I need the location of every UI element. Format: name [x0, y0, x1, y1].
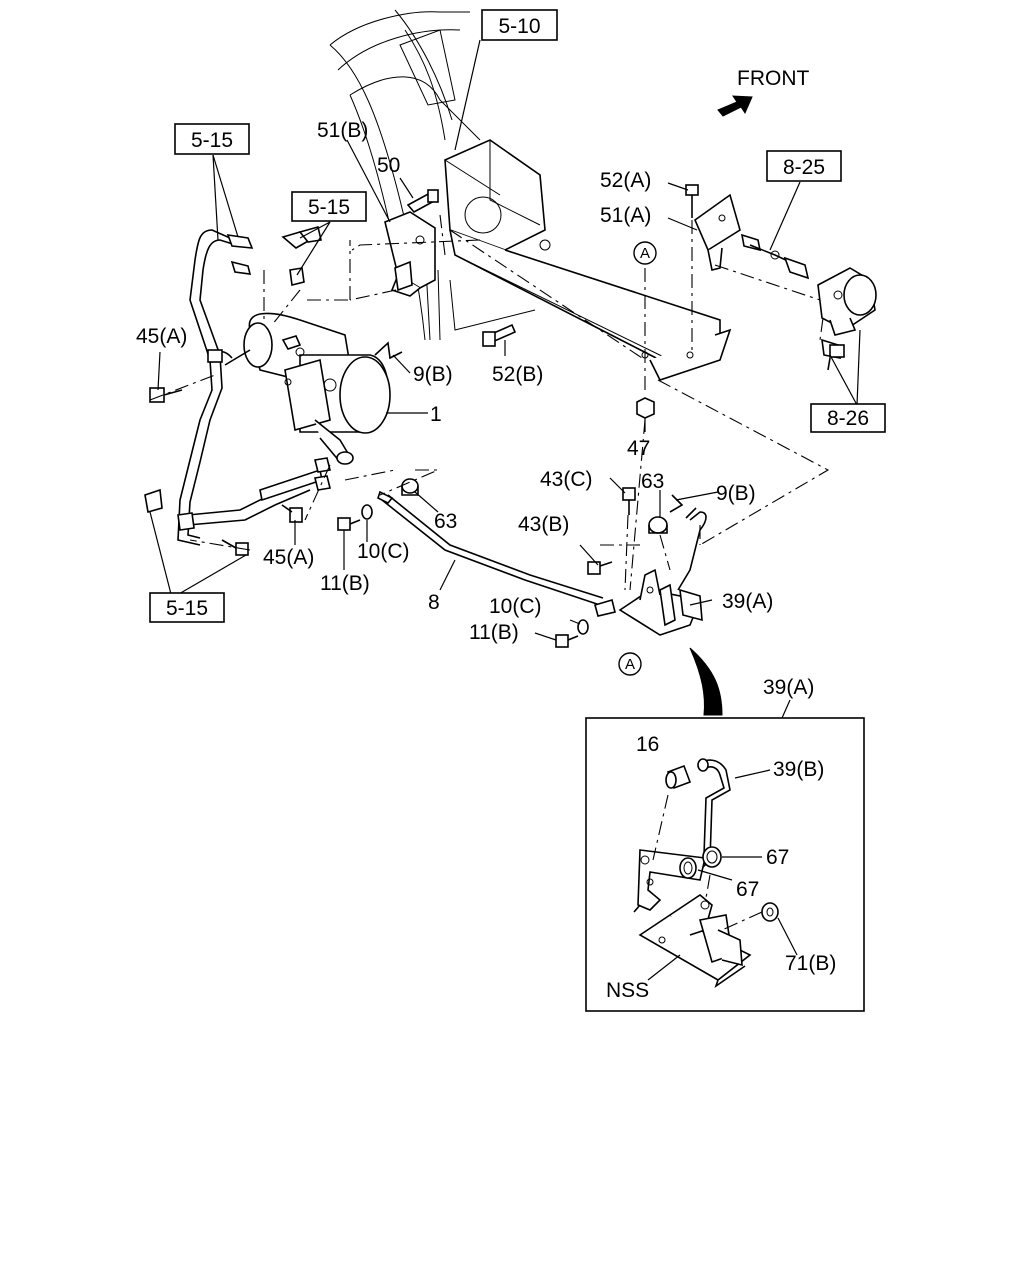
lever-39b [697, 758, 731, 871]
label-63-right: 63 [641, 470, 664, 493]
ref-label: 8-25 [783, 156, 825, 179]
label-10c-left: 10(C) [357, 540, 410, 563]
base-bracket-nss [638, 894, 752, 989]
leader-lines [149, 39, 861, 641]
rod-8 [377, 490, 604, 606]
ref-box-5-15-top[interactable]: 5-15 [174, 123, 250, 155]
bolt-52b [482, 323, 517, 347]
detail-panel [585, 699, 865, 1012]
bolt-50 [406, 189, 439, 214]
label-1: 1 [430, 403, 442, 426]
label-51a: 51(A) [600, 204, 651, 227]
front-arrow-icon [717, 95, 753, 117]
clip-71b [761, 902, 779, 922]
detail-pointer-arrow [689, 647, 723, 716]
bushing-16 [665, 764, 692, 790]
ref-label: 8-26 [827, 407, 869, 430]
label-47: 47 [627, 437, 650, 460]
marker-a-bottom: A [618, 652, 642, 676]
label-11b-right: 11(B) [469, 621, 519, 644]
bracket-51b [384, 211, 436, 297]
label-nss: NSS [606, 979, 649, 1002]
detail-labels: 39(A) 16 39(B) 67 67 71(B) NSS [606, 676, 836, 1002]
label-10c-right: 10(C) [489, 595, 542, 618]
bolt-11b-left [337, 517, 361, 531]
label-8: 8 [428, 591, 440, 614]
label-50: 50 [377, 154, 400, 177]
label-63-left: 63 [434, 510, 457, 533]
detail-title: 39(A) [763, 676, 814, 699]
marker-label: A [625, 656, 635, 673]
clip-9b-right [669, 494, 684, 513]
tee-fitting [281, 226, 322, 286]
ref-box-5-15-bottom[interactable]: 5-15 [149, 592, 225, 623]
bracket-51a [694, 193, 762, 271]
actuator-motor [817, 267, 877, 371]
bolt-11b-right [555, 634, 579, 648]
label-9b-left: 9(B) [413, 363, 453, 386]
label-52a: 52(A) [600, 169, 651, 192]
label-11b-left: 11(B) [320, 572, 370, 595]
label-9b-right: 9(B) [716, 482, 756, 505]
cab-body-outline [329, 9, 536, 341]
bolt-lower-pipe [221, 539, 249, 556]
bolt-43b [587, 561, 613, 575]
ref-label: 5-10 [498, 15, 540, 38]
label-45a-bottom: 45(A) [263, 546, 314, 569]
label-52b: 52(B) [492, 363, 543, 386]
assembly-lines [149, 214, 830, 591]
lever-assembly-39a [594, 507, 707, 636]
bolt-52a [685, 184, 699, 218]
front-indicator: FRONT [717, 67, 809, 117]
label-39a: 39(A) [722, 590, 773, 613]
marker-label: A [640, 245, 650, 262]
label-71b: 71(B) [785, 952, 836, 975]
label-67-lower: 67 [736, 878, 759, 901]
bushing-67-lower [679, 857, 697, 879]
label-67-upper: 67 [766, 846, 789, 869]
connector-wire [749, 244, 810, 280]
ref-label: 5-15 [166, 597, 208, 620]
label-43b: 43(B) [518, 513, 569, 536]
ref-box-8-25[interactable]: 8-25 [766, 150, 842, 182]
label-51b: 51(B) [317, 119, 368, 142]
bolt-43c [622, 487, 636, 515]
bolt-8-26 [829, 344, 845, 358]
clip-9b-left [374, 341, 403, 360]
nut-47 [636, 397, 655, 419]
ref-box-8-26[interactable]: 8-26 [810, 403, 886, 433]
part-labels: 51(B) 50 52(A) 51(A) 45(A) 9(B) 52(B) 1 … [136, 119, 773, 644]
ref-label: 5-15 [308, 196, 350, 219]
bush-63-right [648, 516, 668, 534]
label-43c: 43(C) [540, 468, 593, 491]
pump-unit-1 [243, 312, 391, 465]
bolt-45a-bottom [281, 504, 303, 523]
ref-box-5-15-mid[interactable]: 5-15 [291, 191, 367, 222]
bushing-67-upper [702, 846, 722, 868]
lower-left-bracket [144, 457, 331, 514]
ref-box-5-10[interactable]: 5-10 [481, 9, 558, 41]
ref-label: 5-15 [191, 129, 233, 152]
front-label: FRONT [737, 67, 809, 90]
marker-a-top: A [633, 241, 657, 265]
washer-10c-right [577, 619, 589, 635]
label-39b: 39(B) [773, 758, 824, 781]
washer-10c-left [361, 504, 373, 520]
label-16: 16 [636, 733, 659, 756]
label-45a-top: 45(A) [136, 325, 187, 348]
